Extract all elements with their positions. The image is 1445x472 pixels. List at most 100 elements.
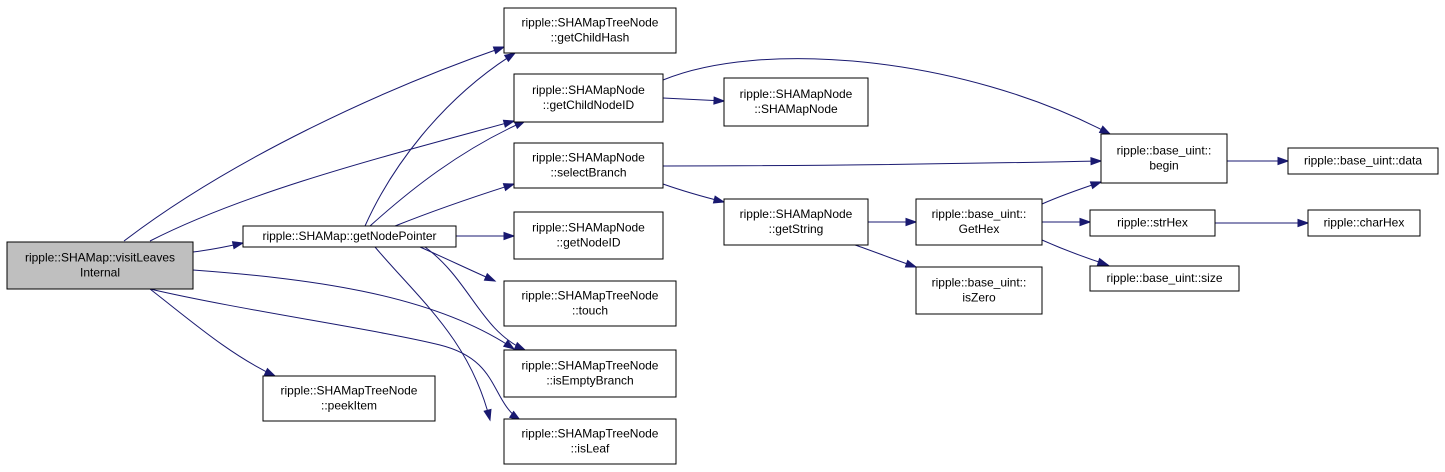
node-getNodePointer[interactable]: ripple::SHAMap::getNodePointer (242, 225, 457, 248)
arrow-head-icon (231, 241, 245, 250)
edge-GetHex-to-size (1041, 239, 1110, 266)
edge-strHex-to-charHex (1214, 218, 1310, 228)
node-getChildHash[interactable]: ripple::SHAMapTreeNode::getChildHash (503, 7, 677, 54)
edge-getNodePointer-to-getChildNodeID (369, 120, 527, 227)
node-label-line: ::getNodeID (556, 236, 620, 250)
edge-line (394, 183, 515, 227)
node-label-line: ::isLeaf (571, 442, 610, 456)
node-label-line: ::getString (769, 222, 824, 236)
edge-line (662, 58, 1111, 135)
node-charHex[interactable]: ripple::charHex (1307, 209, 1421, 237)
node-SHAMapNode[interactable]: ripple::SHAMapNode::SHAMapNode (723, 77, 869, 127)
arrow-head-icon (263, 367, 277, 377)
edge-getNodePointer-to-isLeaf (374, 246, 492, 422)
edge-line (374, 246, 491, 421)
node-isZero[interactable]: ripple::base_uint::isZero (915, 266, 1043, 315)
node-box (915, 266, 1043, 315)
edge-line (149, 120, 515, 242)
arrow-head-icon (492, 46, 506, 55)
edge-getNodePointer-to-getNodeID (456, 231, 516, 241)
edge-visitLeavesInternal-to-peekItem (149, 288, 277, 377)
node-selectBranch[interactable]: ripple::SHAMapNode::selectBranch (513, 142, 664, 189)
edge-line (369, 120, 526, 227)
node-getNodeID[interactable]: ripple::SHAMapNode::getNodeID (513, 211, 664, 260)
node-label-line: ripple::SHAMapTreeNode (522, 359, 659, 373)
node-isEmptyBranch[interactable]: ripple::SHAMapTreeNode::isEmptyBranch (503, 349, 677, 398)
edge-line (149, 288, 276, 377)
node-size[interactable]: ripple::base_uint::size (1089, 265, 1240, 292)
arrow-head-icon (1098, 125, 1112, 135)
node-label-line: ripple::base_uint::size (1106, 271, 1222, 285)
node-strHex[interactable]: ripple::strHex (1089, 209, 1216, 237)
node-label-line: ripple::strHex (1117, 216, 1188, 230)
node-label-line: ::selectBranch (550, 166, 626, 180)
arrow-head-icon (513, 341, 527, 351)
node-label-line: ripple::base_uint::data (1304, 154, 1422, 168)
node-box (723, 198, 869, 246)
node-label-line: ripple::SHAMapTreeNode (522, 16, 659, 30)
edge-visitLeavesInternal-to-isEmptyBranch (192, 269, 516, 350)
node-box (1100, 133, 1228, 184)
edge-line (424, 246, 526, 351)
node-label-line: ripple::charHex (1324, 216, 1405, 230)
node-box (1287, 147, 1439, 175)
arrow-head-icon (502, 339, 516, 350)
node-begin[interactable]: ripple::base_uint::begin (1100, 133, 1228, 184)
edge-GetHex-to-strHex (1042, 217, 1092, 227)
edge-line (149, 288, 521, 421)
node-label-line: ::getChildHash (551, 31, 630, 45)
edge-line (662, 160, 1102, 167)
node-label-line: GetHex (959, 222, 1000, 236)
node-box (1089, 265, 1240, 292)
node-label-line: ::touch (572, 304, 608, 318)
node-label-line: ripple::SHAMapNode (740, 207, 853, 221)
node-label-line: ::isEmptyBranch (546, 374, 633, 388)
node-data[interactable]: ripple::base_uint::data (1287, 147, 1439, 175)
node-box (513, 142, 664, 189)
node-box (503, 280, 677, 327)
node-GetHex[interactable]: ripple::base_uint::GetHex (915, 198, 1043, 246)
node-getString[interactable]: ripple::SHAMapNode::getString (723, 198, 869, 246)
node-label-line: ripple::SHAMap::visitLeaves (25, 251, 175, 265)
arrow-head-icon (904, 259, 918, 268)
node-peekItem[interactable]: ripple::SHAMapTreeNode::peekItem (262, 375, 436, 422)
node-box (503, 418, 677, 465)
arrow-head-icon (712, 195, 726, 204)
edge-visitLeavesInternal-to-getNodePointer (192, 241, 245, 253)
node-label-line: begin (1149, 159, 1178, 173)
edge-line (364, 52, 516, 227)
node-box (915, 198, 1043, 246)
node-isLeaf[interactable]: ripple::SHAMapTreeNode::isLeaf (503, 418, 677, 465)
edge-visitLeavesInternal-to-getChildNodeID (149, 119, 516, 242)
nodes-layer: ripple::SHAMap::visitLeavesInternalrippl… (6, 7, 1439, 465)
node-box (503, 7, 677, 54)
node-box (513, 73, 664, 123)
edge-line (123, 46, 505, 242)
edge-getNodePointer-to-getChildHash (364, 52, 517, 227)
node-box (262, 375, 436, 422)
edge-visitLeavesInternal-to-getChildHash (123, 46, 506, 242)
edge-getNodePointer-to-selectBranch (394, 183, 516, 227)
node-label-line: ::SHAMapNode (754, 102, 838, 116)
node-label-line: ripple::base_uint:: (932, 276, 1027, 290)
node-box (503, 349, 677, 398)
arrow-head-icon (905, 217, 918, 227)
edge-getString-to-isZero (854, 244, 918, 268)
arrow-head-icon (1079, 217, 1092, 227)
node-label-line: ripple::base_uint:: (1117, 144, 1212, 158)
edge-line (192, 269, 515, 350)
node-getChildNodeID[interactable]: ripple::SHAMapNode::getChildNodeID (513, 73, 664, 123)
edge-getString-to-GetHex (868, 217, 918, 227)
edge-getChildNodeID-to-SHAMapNode (662, 96, 726, 105)
edge-getChildNodeID-to-begin (662, 58, 1112, 135)
node-label-line: ripple::SHAMapNode (532, 221, 645, 235)
edge-getNodePointer-to-touch (419, 246, 497, 282)
arrow-head-icon (713, 96, 726, 105)
node-touch[interactable]: ripple::SHAMapTreeNode::touch (503, 280, 677, 327)
arrow-head-icon (1277, 156, 1290, 166)
arrow-head-icon (502, 119, 516, 128)
node-label-line: ripple::SHAMapTreeNode (281, 384, 418, 398)
node-box (1307, 209, 1421, 237)
node-label-line: ripple::base_uint:: (932, 207, 1027, 221)
